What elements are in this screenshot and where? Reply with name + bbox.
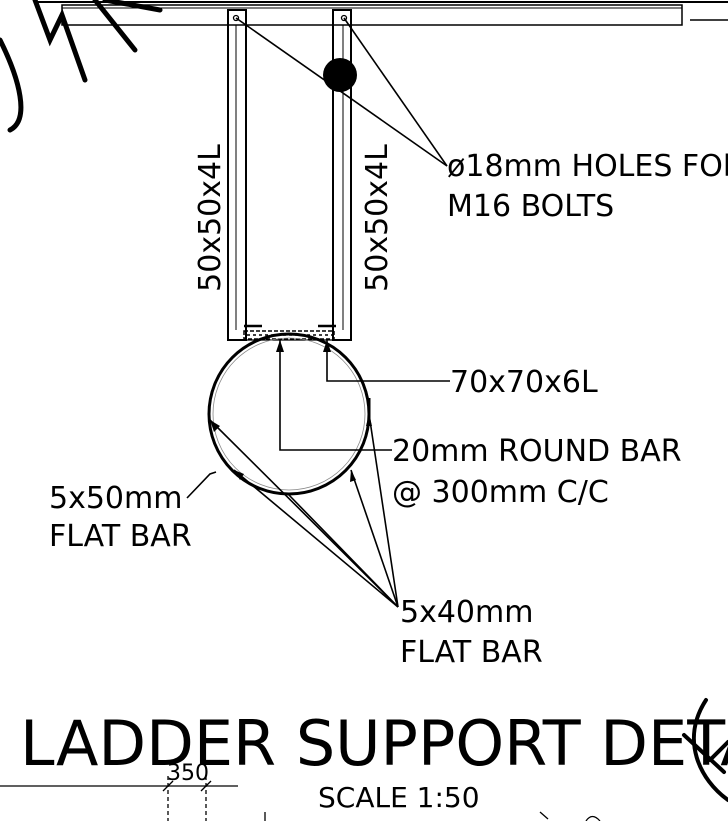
arrow-heads — [210, 340, 372, 482]
handwritten-mark-top-left — [0, 0, 163, 133]
bolt-dot — [323, 58, 357, 92]
drawing-scale: SCALE 1:50 — [318, 781, 480, 814]
label-flat40-line2: FLAT BAR — [400, 635, 543, 670]
label-holes-line1: ø18mm HOLES FOR — [447, 149, 728, 184]
label-flat40-line1: 5x40mm — [400, 595, 533, 630]
left-vertical-angle — [227, 9, 247, 341]
hoop-ring — [207, 332, 371, 496]
label-round-bar-line2: @ 300mm C/C — [392, 475, 609, 510]
label-left-angle: 50x50x4L — [193, 144, 228, 292]
label-70x70x6l: 70x70x6L — [450, 365, 598, 400]
leader-lines — [186, 17, 450, 608]
drawing-title: LADDER SUPPORT DETAIL — [20, 707, 728, 780]
label-holes-line2: M16 BOLTS — [447, 189, 614, 224]
handwritten-mark-bottom-right — [682, 698, 728, 802]
label-flat50-line2: FLAT BAR — [49, 519, 192, 554]
label-flat50-line1: 5x50mm — [49, 481, 182, 516]
label-right-angle: 50x50x4L — [360, 144, 395, 292]
dimension-350-text: 350 — [167, 761, 209, 786]
label-round-bar-line1: 20mm ROUND BAR — [392, 434, 682, 469]
dimension-350 — [0, 776, 238, 821]
bottom-fragments — [264, 811, 601, 822]
